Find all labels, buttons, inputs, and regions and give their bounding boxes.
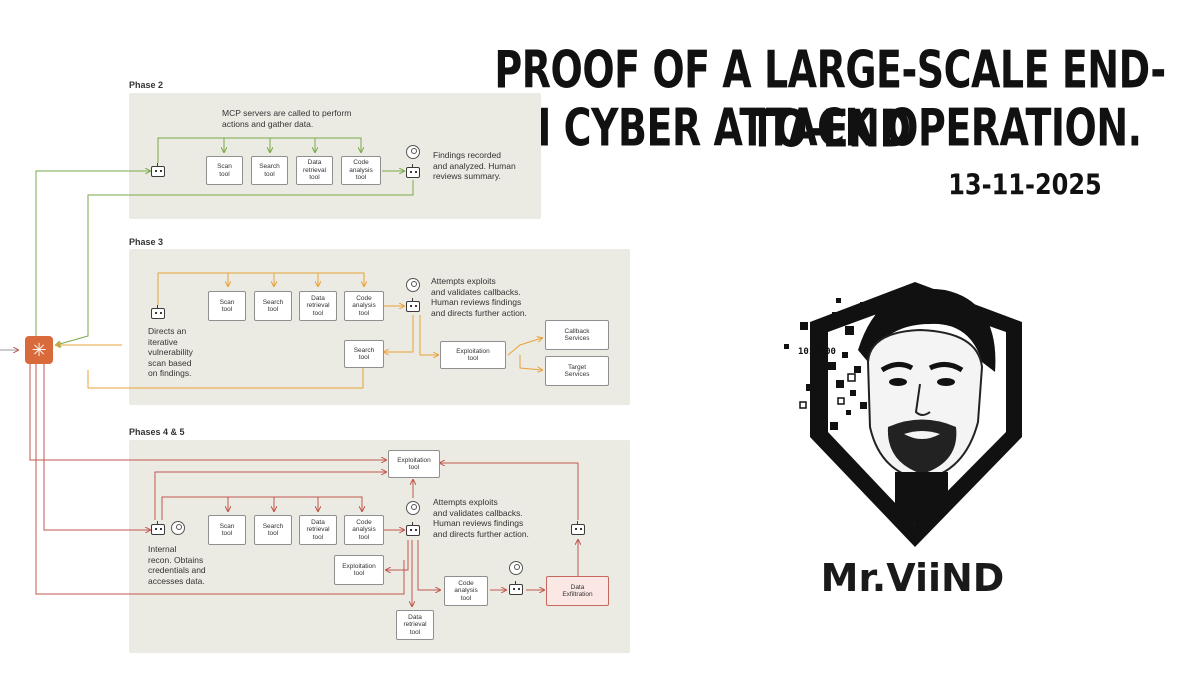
phase-3-target-services: Target Services xyxy=(545,356,609,386)
phase-45-scan-tool: Scan tool xyxy=(208,515,246,545)
phase-2-search-tool: Search tool xyxy=(251,156,288,185)
phase-3-data-retrieval-tool: Data retrieval tool xyxy=(299,291,337,321)
robot-icon xyxy=(509,581,523,595)
phase-45-attempts-note: Attempts exploits and validates callback… xyxy=(433,497,529,539)
robot-icon xyxy=(406,164,420,178)
person-icon xyxy=(406,278,420,292)
phase-45-data-retrieval-tool-secondary: Data retrieval tool xyxy=(396,610,434,640)
phase-45-exploitation-tool-left: Exploitation tool xyxy=(334,555,384,585)
robot-icon xyxy=(406,522,420,536)
phase-2-panel xyxy=(129,93,541,219)
headline-line-1: PROOF OF A LARGE-SCALE END-TO-END xyxy=(494,40,1166,159)
phase-2-code-analysis-tool: Code analysis tool xyxy=(341,156,381,185)
phase-2-label: Phase 2 xyxy=(129,80,164,90)
phase-3-exploitation-tool: Exploitation tool xyxy=(440,341,506,369)
person-icon xyxy=(509,561,523,575)
phase-3-code-analysis-tool: Code analysis tool xyxy=(344,291,384,321)
phase-3-directs-note: Directs an iterative vulnerability scan … xyxy=(148,326,193,378)
phase-3-scan-tool: Scan tool xyxy=(208,291,246,321)
brand-name: Mr.ViiND xyxy=(820,556,1005,600)
person-icon xyxy=(406,501,420,515)
headline-date: 13-11-2025 xyxy=(948,168,1102,202)
phase-3-search-tool-secondary: Search tool xyxy=(344,340,384,368)
phase-45-code-analysis-tool-secondary: Code analysis tool xyxy=(444,576,488,606)
phase-2-mcp-note: MCP servers are called to perform action… xyxy=(222,108,352,129)
robot-icon xyxy=(571,521,585,535)
phase-45-label: Phases 4 & 5 xyxy=(129,427,185,437)
robot-icon xyxy=(151,163,165,177)
asterisk-icon: ✳ xyxy=(25,336,53,364)
phase-45-exploitation-tool-top: Exploitation tool xyxy=(388,450,440,478)
phase-3-attempts-note: Attempts exploits and validates callback… xyxy=(431,276,527,318)
phase-3-search-tool: Search tool xyxy=(254,291,292,321)
person-icon xyxy=(406,145,420,159)
person-icon xyxy=(171,521,185,535)
robot-icon xyxy=(406,298,420,312)
phase-3-label: Phase 3 xyxy=(129,237,164,247)
phase-2-data-retrieval-tool: Data retrieval tool xyxy=(296,156,333,185)
phase-45-internal-note: Internal recon. Obtains credentials and … xyxy=(148,544,206,586)
phase-2-findings-note: Findings recorded and analyzed. Human re… xyxy=(433,150,516,181)
brand-portrait-logo: 1010000 xyxy=(784,282,1022,547)
phase-3-callback-services: Callback Services xyxy=(545,320,609,350)
phase-45-search-tool: Search tool xyxy=(254,515,292,545)
robot-icon xyxy=(151,521,165,535)
phase-45-code-analysis-tool: Code analysis tool xyxy=(344,515,384,545)
headline-line-2: AI CYBER ATTACK OPERATION. xyxy=(508,98,1142,158)
phase-2-scan-tool: Scan tool xyxy=(206,156,243,185)
brand-binary-text: 1010000 xyxy=(798,347,836,357)
phase-45-data-exfiltration: Data Exfiltration xyxy=(546,576,609,606)
robot-icon xyxy=(151,305,165,319)
phase-45-panel xyxy=(129,440,630,653)
phase-45-data-retrieval-tool: Data retrieval tool xyxy=(299,515,337,545)
